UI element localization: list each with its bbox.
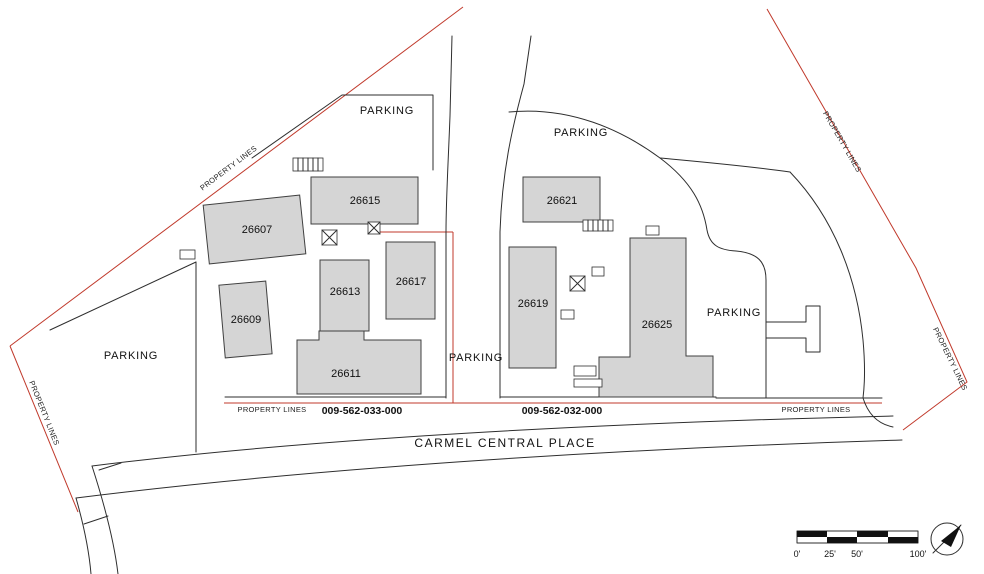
property-line-southwest — [9, 345, 79, 513]
building-26619-footprint — [508, 246, 557, 369]
scale-bar-cell — [797, 531, 827, 537]
driveway-edge-left — [445, 35, 453, 399]
building-26621: 26621 — [522, 176, 601, 223]
hatched-structure-west — [321, 229, 338, 246]
building-26615-label: 26615 — [350, 195, 381, 207]
parking-stalls-northeast — [582, 219, 614, 232]
road-crossing-tick-b — [98, 462, 122, 471]
stair-structure — [573, 365, 597, 377]
parking-label-northwest: PARKING — [360, 105, 414, 117]
building-26617: 26617 — [385, 241, 436, 320]
utility-structure — [591, 266, 605, 277]
utility-structure — [179, 249, 196, 260]
scale-bar: 0' 25' 50' 100' — [794, 530, 927, 559]
north-arrow-circle — [930, 522, 964, 556]
building-26619-label: 26619 — [518, 298, 549, 310]
building-26615: 26615 — [310, 176, 419, 225]
building-26611-footprint — [296, 330, 422, 395]
northwest-parking-boundary — [251, 94, 434, 171]
parking-stalls-northwest — [292, 157, 324, 172]
building-26611: 26611 — [296, 330, 422, 395]
utility-structure — [645, 225, 660, 236]
parcel-apn-left: 009-562-033-000 — [322, 405, 403, 417]
parking-label-northeast: PARKING — [554, 127, 608, 139]
stall-ticks — [297, 157, 319, 172]
building-26617-footprint — [385, 241, 436, 320]
road-left-branch-b — [75, 497, 92, 574]
parcel-labels: 009-562-033-000 009-562-032-000 — [322, 405, 603, 417]
building-26609-footprint — [218, 280, 273, 359]
parking-label-central: PARKING — [449, 352, 503, 364]
scale-bar-cell — [888, 537, 918, 543]
hatch-x — [321, 229, 338, 246]
hatched-structure-east — [569, 275, 586, 292]
building-26613-footprint — [319, 259, 370, 332]
property-lines-label-south-left: PROPERTY LINES — [238, 405, 307, 414]
parking-label-west: PARKING — [104, 350, 158, 362]
building-26625-footprint — [598, 237, 714, 398]
parcel-apn-right: 009-562-032-000 — [522, 405, 603, 417]
northeast-boundary — [508, 110, 767, 399]
building-26613: 26613 — [319, 259, 370, 332]
building-26619: 26619 — [508, 246, 557, 369]
parking-labels: PARKING PARKING PARKING PARKING PARKING — [104, 105, 761, 364]
hatch-x — [569, 275, 586, 292]
property-lines-label-south-right: PROPERTY LINES — [782, 405, 851, 414]
building-26617-label: 26617 — [396, 276, 427, 288]
scale-bar-cell — [857, 531, 888, 537]
street-name-label: CARMEL CENTRAL PLACE — [414, 436, 595, 450]
scale-tick-50: 50' — [851, 549, 863, 559]
building-26625-label: 26625 — [642, 319, 673, 331]
northeast-boundary-extension — [659, 157, 791, 173]
property-lines-label-southwest: PROPERTY LINES — [27, 379, 61, 446]
building-26625: 26625 — [598, 237, 714, 398]
road-left-branch-a — [91, 465, 119, 574]
north-arrow-needle-fill — [941, 525, 961, 547]
building-26609: 26609 — [218, 280, 273, 359]
property-lines-label-west: PROPERTY LINES — [198, 144, 258, 193]
stair-structure — [573, 378, 603, 388]
building-26621-footprint — [522, 176, 601, 223]
property-line-west — [9, 6, 464, 347]
building-26607: 26607 — [202, 194, 307, 265]
building-26613-label: 26613 — [330, 286, 361, 298]
building-26607-label: 26607 — [242, 224, 273, 236]
north-arrow-icon — [930, 522, 964, 556]
building-26611-label: 26611 — [331, 368, 361, 380]
building-26609-label: 26609 — [231, 314, 262, 326]
property-line-parcel-divider — [372, 231, 454, 403]
buildings-group: 26607 26615 26609 26613 26617 26611 2662… — [202, 176, 714, 398]
site-structures — [179, 157, 660, 388]
building-26615-footprint — [310, 176, 419, 225]
road-edge-lower — [75, 439, 903, 499]
property-line-labels: PROPERTY LINES PROPERTY LINES PROPERTY L… — [27, 110, 969, 447]
building-26607-footprint — [202, 194, 307, 265]
road-crossing-tick-a — [83, 515, 109, 525]
hatch-x — [367, 221, 381, 235]
scale-tick-100: 100' — [910, 549, 927, 559]
parking-label-east: PARKING — [707, 307, 761, 319]
utility-structure — [560, 309, 575, 320]
building-26621-label: 26621 — [547, 195, 578, 207]
east-lot-road-connector — [862, 397, 894, 428]
site-linework — [49, 35, 903, 574]
road-edge-upper — [91, 415, 894, 467]
property-lines-group — [9, 6, 968, 513]
property-lines-label-east-upper: PROPERTY LINES — [821, 110, 863, 174]
west-parking-top-edge — [49, 261, 197, 331]
east-parking-hammerhead — [765, 305, 821, 353]
stall-ticks — [587, 219, 609, 232]
east-boundary-curve — [789, 171, 865, 399]
scale-tick-25: 25' — [824, 549, 836, 559]
scale-bar-cell — [827, 537, 857, 543]
property-lines-label-east-lower: PROPERTY LINES — [931, 326, 969, 392]
scale-tick-0: 0' — [794, 549, 801, 559]
property-line-east — [766, 8, 968, 431]
hatched-structure-west-small — [367, 221, 381, 235]
driveway-edge-right — [499, 35, 532, 399]
